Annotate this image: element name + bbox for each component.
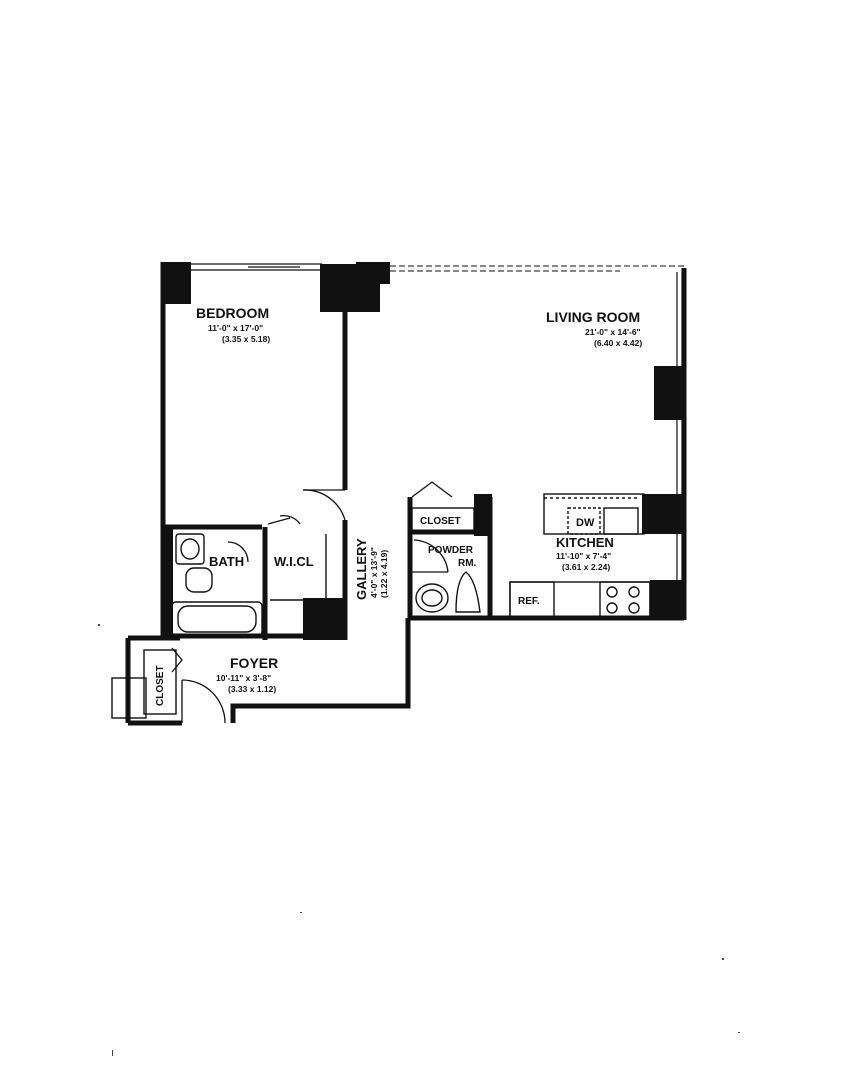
- column-bath-left: [161, 527, 173, 638]
- powder-sink-icon: [415, 583, 449, 613]
- foyer-closet: [111, 649, 177, 719]
- refrigerator-icon: [509, 581, 555, 619]
- column-top-left: [161, 262, 191, 304]
- doors: [171, 481, 453, 724]
- kitchen-dim-m: (3.61 x 2.24): [562, 562, 610, 572]
- columns: [161, 262, 684, 640]
- living-room-label: LIVING ROOM: [546, 309, 640, 325]
- kitchen-island: [543, 493, 645, 535]
- window-top-left: [190, 263, 322, 271]
- bedroom-dim-m: (3.35 x 5.18): [222, 334, 270, 344]
- foyer-dim-m: (3.33 x 1.12): [228, 684, 276, 694]
- foyer-closet-label: CLOSET: [155, 665, 166, 706]
- kitchen-label: KITCHEN: [556, 535, 614, 550]
- kitchen: [509, 493, 651, 619]
- living-room-dim-ft: 21'-0" x 14'-6": [585, 327, 641, 337]
- gallery-dim-ft: 4'-0" x 13'-9": [369, 547, 379, 598]
- powder-label-line2: RM.: [458, 558, 477, 569]
- window-right: [676, 272, 683, 620]
- stove-icon: [599, 581, 651, 619]
- column-right: [654, 366, 684, 420]
- dw-label: DW: [576, 517, 595, 529]
- scan-specks: [98, 624, 740, 1056]
- kitchen-sink-icon: [603, 507, 639, 535]
- ref-label: REF.: [518, 596, 540, 607]
- column-kitchen-low: [650, 580, 684, 620]
- bedroom-dim-ft: 11'-0" x 17'-0": [208, 323, 263, 333]
- gallery-dim-m: (1.22 x 4.19): [379, 550, 389, 598]
- foyer-dim-ft: 10'-11" x 3'-8": [216, 673, 271, 683]
- wicl-label: W.I.CL: [274, 554, 314, 569]
- column-kitchen: [642, 494, 684, 534]
- kitchen-closet-label: CLOSET: [420, 516, 461, 527]
- powder-toilet-icon: [455, 571, 481, 613]
- wicl-shelves: [270, 534, 327, 601]
- gallery-label: GALLERY: [354, 538, 369, 600]
- foyer-label: FOYER: [230, 655, 278, 671]
- column-top-mid-ext: [356, 262, 390, 284]
- kitchen-dim-ft: 11'-10" x 7'-4": [556, 551, 611, 561]
- bedroom-label: BEDROOM: [196, 305, 269, 321]
- sink-icon: [175, 533, 205, 565]
- powder-label-line1: POWDER: [428, 545, 474, 556]
- column-powder: [474, 494, 492, 536]
- tub-icon: [171, 601, 263, 637]
- dishwasher-icon: [567, 507, 601, 535]
- bath-label: BATH: [209, 554, 244, 569]
- bath-fixtures: [171, 533, 263, 637]
- toilet-icon: [185, 567, 213, 593]
- kitchen-closet-box: [411, 507, 475, 533]
- powder-fixtures: [415, 571, 481, 613]
- column-bath-bottom: [303, 598, 347, 640]
- living-room-dim-m: (6.40 x 4.42): [594, 338, 642, 348]
- window-top-right: [390, 265, 684, 272]
